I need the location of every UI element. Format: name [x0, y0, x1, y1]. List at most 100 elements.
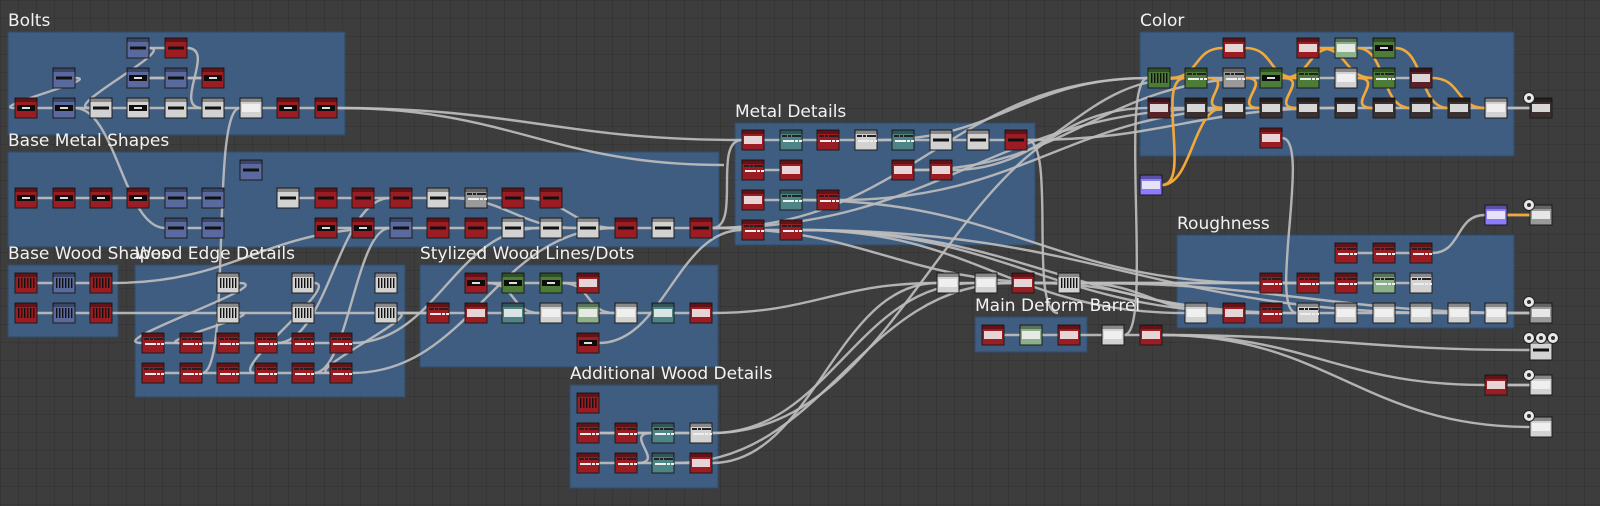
connection-wire[interactable]	[201, 106, 241, 375]
graph-node[interactable]	[1101, 324, 1125, 346]
graph-node[interactable]	[1372, 242, 1396, 264]
connection-wire[interactable]	[1161, 76, 1186, 187]
graph-node[interactable]	[201, 67, 225, 89]
connection-wire[interactable]	[711, 226, 1059, 285]
graph-node[interactable]	[1222, 302, 1246, 324]
graph-node[interactable]	[929, 129, 953, 151]
graph-node[interactable]	[164, 97, 188, 119]
graph-node[interactable]	[539, 217, 563, 239]
graph-node[interactable]	[981, 324, 1005, 346]
graph-node[interactable]	[1259, 272, 1283, 294]
graph-node[interactable]	[216, 362, 240, 384]
graph-node[interactable]	[89, 272, 113, 294]
graph-node[interactable]	[1409, 302, 1433, 324]
graph-node[interactable]	[974, 272, 998, 294]
graph-node[interactable]	[651, 422, 675, 444]
graph-node[interactable]	[1334, 67, 1358, 89]
graph-node[interactable]	[464, 272, 488, 294]
graph-node[interactable]	[1372, 67, 1396, 89]
graph-node[interactable]	[216, 332, 240, 354]
graph-node[interactable]	[1184, 97, 1208, 119]
graph-node[interactable]	[1484, 374, 1508, 396]
graph-node[interactable]	[651, 217, 675, 239]
graph-node[interactable]	[614, 452, 638, 474]
graph-node[interactable]	[464, 187, 488, 209]
connection-wire[interactable]	[1431, 213, 1486, 255]
graph-node[interactable]	[501, 302, 525, 324]
connection-wire[interactable]	[1169, 46, 1224, 80]
graph-node[interactable]	[1019, 324, 1043, 346]
graph-node[interactable]	[389, 187, 413, 209]
connection-wire[interactable]	[801, 228, 1298, 315]
connection-wire[interactable]	[351, 226, 616, 375]
graph-node[interactable]	[1447, 97, 1471, 119]
graph-node[interactable]	[201, 97, 225, 119]
graph-node[interactable]	[164, 67, 188, 89]
connection-wire[interactable]	[134, 281, 247, 345]
connection-wire[interactable]	[336, 106, 743, 142]
connection-wire[interactable]	[486, 281, 541, 315]
graph-node[interactable]	[351, 217, 375, 239]
connection-wire[interactable]	[636, 431, 653, 465]
connection-wire[interactable]	[1161, 333, 1531, 352]
graph-node[interactable]	[966, 129, 990, 151]
graph-node[interactable]	[52, 97, 76, 119]
graph-node[interactable]	[614, 422, 638, 444]
connection-wire[interactable]	[876, 76, 1149, 142]
graph-node[interactable]	[1259, 302, 1283, 324]
graph-node[interactable]	[891, 129, 915, 151]
graph-node[interactable]	[854, 129, 878, 151]
graph-node[interactable]	[1222, 67, 1246, 89]
connection-wire[interactable]	[711, 281, 938, 315]
connection-wire[interactable]	[1281, 76, 1298, 110]
graph-node[interactable]	[1296, 272, 1320, 294]
connection-wire[interactable]	[324, 311, 403, 375]
graph-node[interactable]	[351, 187, 375, 209]
graph-node[interactable]	[1334, 272, 1358, 294]
graph-node[interactable]	[891, 159, 915, 181]
graph-node[interactable]	[164, 37, 188, 59]
graph-node[interactable]	[89, 187, 113, 209]
connection-wire[interactable]	[313, 226, 391, 375]
graph-node[interactable]	[14, 302, 38, 324]
graph-node[interactable]	[291, 272, 315, 294]
graph-node[interactable]	[276, 187, 300, 209]
graph-node[interactable]	[1334, 302, 1358, 324]
connection-wire[interactable]	[561, 281, 616, 315]
graph-node[interactable]	[216, 272, 240, 294]
graph-node[interactable]	[1529, 204, 1553, 226]
graph-node[interactable]	[539, 272, 563, 294]
graph-node[interactable]	[741, 129, 765, 151]
graph-node[interactable]	[1372, 97, 1396, 119]
graph-node[interactable]	[1222, 97, 1246, 119]
graph-node[interactable]	[1184, 302, 1208, 324]
graph-node[interactable]	[1139, 324, 1163, 346]
graph-node[interactable]	[126, 187, 150, 209]
graph-node[interactable]	[576, 392, 600, 414]
graph-node[interactable]	[1529, 416, 1553, 438]
graph-node[interactable]	[1334, 97, 1358, 119]
graph-node[interactable]	[314, 187, 338, 209]
connection-wire[interactable]	[174, 311, 245, 345]
graph-node[interactable]	[464, 302, 488, 324]
graph-node[interactable]	[1147, 97, 1171, 119]
graph-node[interactable]	[1484, 97, 1508, 119]
graph-node[interactable]	[614, 302, 638, 324]
graph-node[interactable]	[201, 217, 225, 239]
connection-wire[interactable]	[1161, 333, 1531, 429]
graph-node[interactable]	[779, 189, 803, 211]
graph-node[interactable]	[201, 187, 225, 209]
graph-node[interactable]	[779, 159, 803, 181]
graph-node[interactable]	[1409, 272, 1433, 294]
graph-node[interactable]	[216, 302, 240, 324]
graph-node[interactable]	[254, 362, 278, 384]
graph-node[interactable]	[329, 332, 353, 354]
connection-wire[interactable]	[598, 228, 743, 345]
connection-wire[interactable]	[249, 281, 320, 375]
graph-node[interactable]	[291, 302, 315, 324]
connection-wire[interactable]	[1026, 106, 1336, 142]
graph-node[interactable]	[126, 97, 150, 119]
graph-node[interactable]	[576, 217, 600, 239]
graph-node[interactable]	[501, 217, 525, 239]
graph-node[interactable]	[1372, 37, 1396, 59]
